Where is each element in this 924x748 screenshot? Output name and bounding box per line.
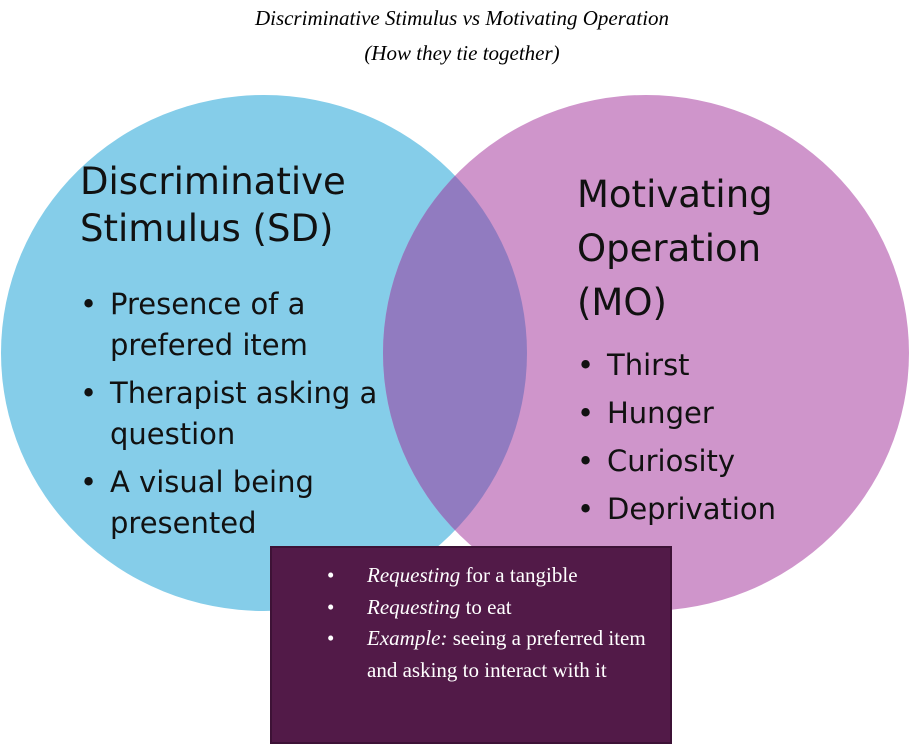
item-text: for a tangible bbox=[460, 563, 578, 587]
item-text: to eat bbox=[460, 594, 512, 619]
item-lead: Example: bbox=[367, 626, 448, 650]
list-item: Presence of a prefered item bbox=[80, 284, 390, 366]
mo-heading: Motivating Operation (MO) bbox=[577, 168, 877, 330]
list-item: Example: seeing a preferred item and ask… bbox=[327, 623, 647, 686]
sd-heading-line: Discriminative bbox=[80, 160, 346, 203]
list-item: Therapist asking a question bbox=[80, 373, 390, 455]
list-item: Deprivation bbox=[577, 490, 877, 528]
item-lead: Requesting bbox=[367, 594, 461, 619]
overlap-example-box: Requesting for a tangible Requesting to … bbox=[270, 546, 672, 744]
mo-heading-line: Operation bbox=[577, 227, 762, 270]
overlap-examples-list: Requesting for a tangible Requesting to … bbox=[327, 560, 647, 686]
sd-examples-list: Presence of a prefered item Therapist as… bbox=[80, 284, 390, 551]
mo-heading-line: (MO) bbox=[577, 281, 667, 324]
item-text: seeing a preferred item and asking to in… bbox=[367, 626, 646, 682]
list-item: Requesting for a tangible bbox=[327, 560, 647, 592]
sd-heading-line: Stimulus (SD) bbox=[80, 207, 334, 250]
list-item: Thirst bbox=[577, 346, 877, 384]
list-item: A visual being presented bbox=[80, 462, 390, 544]
list-item: Requesting to eat bbox=[327, 592, 647, 624]
list-item: Curiosity bbox=[577, 442, 877, 480]
diagram-title: Discriminative Stimulus vs Motivating Op… bbox=[254, 6, 670, 30]
mo-heading-line: Motivating bbox=[577, 173, 773, 216]
list-item: Hunger bbox=[577, 394, 877, 432]
sd-heading: Discriminative Stimulus (SD) bbox=[80, 158, 410, 252]
diagram-subtitle: (How they tie together) bbox=[364, 41, 560, 65]
item-lead: Requesting bbox=[367, 563, 461, 587]
mo-examples-list: Thirst Hunger Curiosity Deprivation bbox=[577, 346, 877, 538]
